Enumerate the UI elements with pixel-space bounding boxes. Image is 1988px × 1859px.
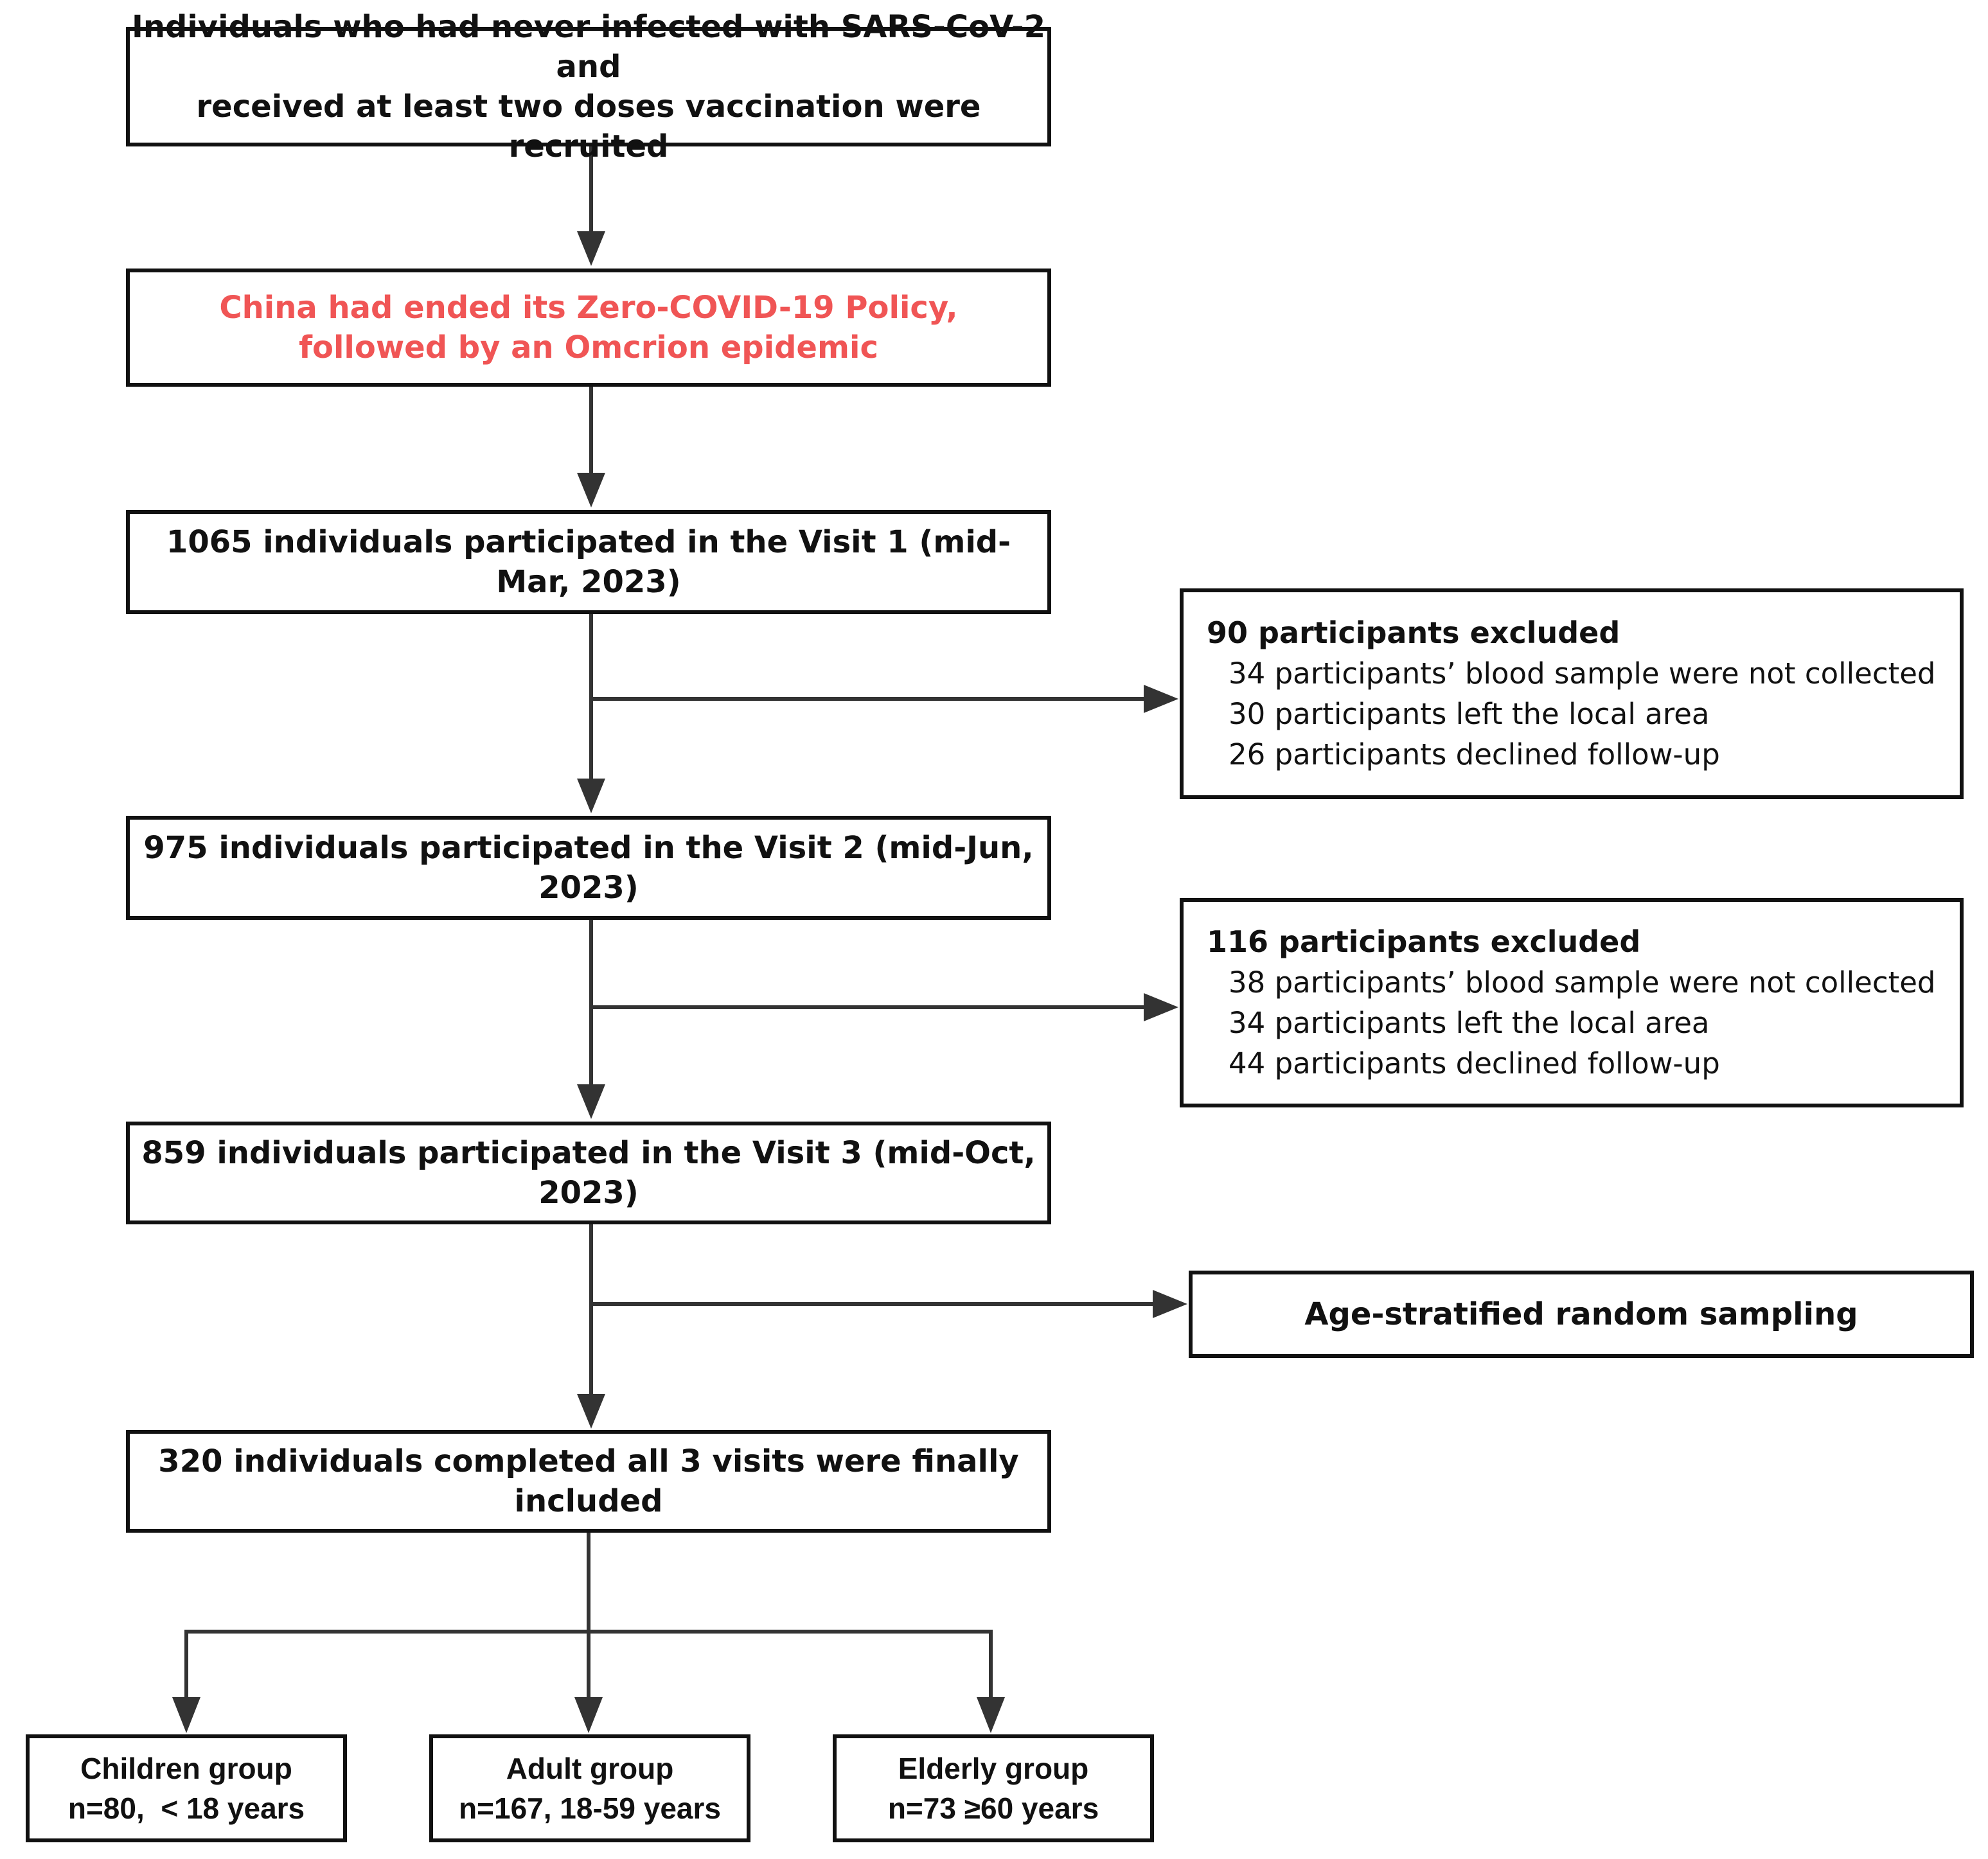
exclusion-box-2: 116 participants excluded 38 participant… — [1180, 898, 1964, 1107]
visit1-box: 1065 individuals participated in the Vis… — [126, 510, 1051, 614]
arrowhead-visit3 — [577, 1084, 605, 1119]
recruitment-line-1: Individuals who had never infected with … — [131, 9, 1046, 85]
exclusion-1-title: 90 participants excluded — [1207, 615, 1620, 650]
arrowhead-sampling — [1153, 1290, 1187, 1318]
visit1-text: 1065 individuals participated in the Vis… — [166, 524, 1011, 600]
policy-line-1: China had ended its Zero-COVID-19 Policy… — [219, 290, 958, 326]
sampling-box: Age-stratified random sampling — [1189, 1271, 1974, 1358]
policy-line-2: followed by an Omcrion epidemic — [299, 330, 878, 366]
arrowhead-adult — [574, 1697, 603, 1733]
visit2-text: 975 individuals participated in the Visi… — [143, 830, 1034, 906]
arrowhead-visit2 — [577, 779, 605, 813]
visit2-box: 975 individuals participated in the Visi… — [126, 816, 1051, 920]
exclusion-2-item: 38 participants’ blood sample were not c… — [1229, 965, 1936, 1000]
children-group-name: Children group — [80, 1752, 292, 1785]
exclusion-1-item: 30 participants left the local area — [1229, 697, 1710, 731]
visit3-box: 859 individuals participated in the Visi… — [126, 1122, 1051, 1224]
exclusion-box-1: 90 participants excluded 34 participants… — [1180, 588, 1964, 799]
adult-group-box: Adult group n=167, 18-59 years — [429, 1734, 750, 1842]
recruitment-box: Individuals who had never infected with … — [126, 9, 1051, 164]
exclusion-2-title: 116 participants excluded — [1207, 924, 1641, 959]
adult-group-name: Adult group — [506, 1752, 674, 1785]
policy-box: China had ended its Zero-COVID-19 Policy… — [126, 269, 1051, 387]
arrowhead-elderly — [977, 1697, 1005, 1733]
final-included-text: 320 individuals completed all 3 visits w… — [158, 1443, 1019, 1519]
arrowhead-exclusion-2 — [1144, 993, 1178, 1021]
visit3-text: 859 individuals participated in the Visi… — [141, 1135, 1036, 1211]
arrowhead-exclusion-1 — [1144, 685, 1178, 713]
arrowhead-children — [172, 1697, 200, 1733]
exclusion-1-item: 34 participants’ blood sample were not c… — [1229, 656, 1936, 691]
exclusion-2-item: 44 participants declined follow-up — [1229, 1046, 1720, 1080]
arrowhead-policy — [577, 231, 605, 266]
children-group-detail: n=80, < 18 years — [67, 1792, 305, 1825]
recruitment-line-2: received at least two doses vaccination … — [196, 89, 981, 164]
final-included-box: 320 individuals completed all 3 visits w… — [126, 1430, 1051, 1533]
exclusion-2-item: 34 participants left the local area — [1229, 1006, 1710, 1040]
elderly-group-name: Elderly group — [898, 1752, 1089, 1785]
children-group-box: Children group n=80, < 18 years — [26, 1734, 347, 1842]
arrowhead-visit1 — [577, 473, 605, 507]
adult-group-detail: n=167, 18-59 years — [459, 1792, 721, 1825]
arrowhead-final — [577, 1394, 605, 1429]
exclusion-1-item: 26 participants declined follow-up — [1229, 737, 1720, 771]
elderly-group-box: Elderly group n=73 ≥60 years — [833, 1734, 1154, 1842]
sampling-text: Age-stratified random sampling — [1304, 1296, 1858, 1332]
elderly-group-detail: n=73 ≥60 years — [887, 1792, 1099, 1825]
